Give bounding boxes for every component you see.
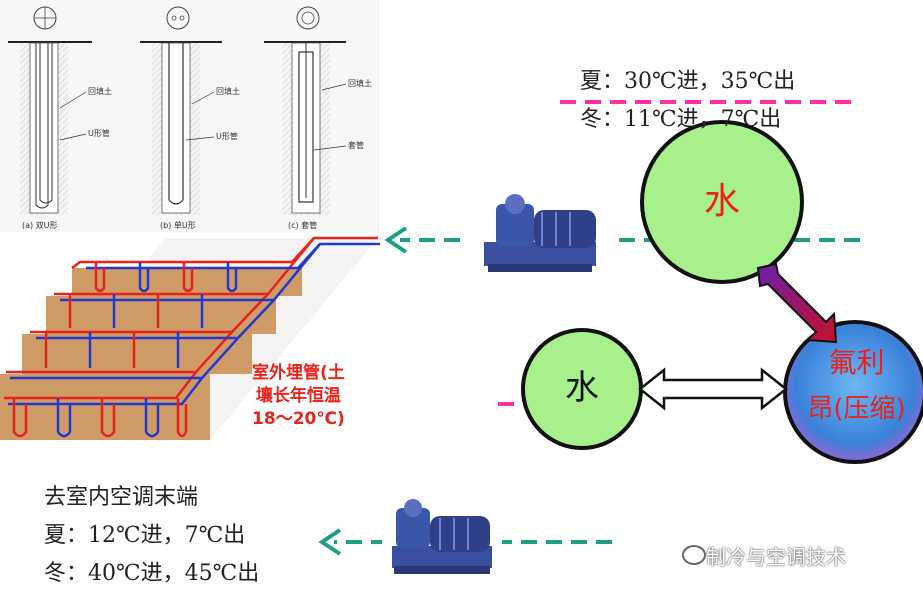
refrigerant-label-line1: 氟利 [828, 346, 885, 379]
ground-note: 室外埋管(土 壤长年恒温 18～20℃) [252, 362, 345, 431]
outdoor-summer-temp: 夏：30℃进，35℃出 [580, 69, 796, 94]
label-backfill-a: 回填土 [88, 87, 112, 96]
pump-bottom [382, 490, 502, 590]
caption-c: (c) 套管 [288, 221, 318, 230]
indoor-arrowhead [318, 528, 342, 556]
watermark: 制冷与空调技术 [706, 545, 846, 569]
pump-top [466, 180, 616, 292]
ground-note-line2: 壤长年恒温 [255, 386, 341, 406]
borehole-a [20, 42, 68, 215]
borehole-b [152, 42, 200, 215]
label-backfill-b: 回填土 [216, 87, 240, 96]
label-backfill-c: 回填土 [348, 79, 372, 88]
exchange-arrow-horizontal [637, 367, 789, 411]
outdoor-winter-temp: 冬：11℃进，7℃出 [580, 107, 782, 132]
ground-note-line1: 室外埋管(土 [252, 363, 345, 383]
outdoor-arrowhead [384, 226, 408, 254]
refrigerant-label-line2: 昂(压缩) [807, 394, 906, 424]
indoor-winter-temp: 冬：40℃进，45℃出 [44, 561, 260, 586]
plan-view-b [166, 6, 190, 30]
water-node-top [640, 120, 804, 284]
borehole-panel [0, 0, 380, 232]
buried-pipe-field [0, 236, 380, 440]
refrigerant-node [783, 320, 923, 464]
label-upipe-a: U形管 [88, 129, 110, 138]
water-mid-label: 水 [565, 368, 599, 408]
caption-a: (a) 双U形 [22, 221, 58, 230]
plan-view-c [296, 6, 320, 30]
label-casing-c: 套管 [348, 141, 364, 150]
indoor-heading: 去室内空调末端 [44, 485, 199, 510]
caption-b: (b) 单U形 [160, 221, 196, 230]
water-top-label: 水 [703, 181, 740, 222]
label-upipe-b: U形管 [216, 132, 238, 141]
watermark-wechat-icon [682, 545, 706, 565]
plan-view-a [33, 6, 57, 30]
ground-note-line3: 18～20℃) [252, 409, 345, 429]
indoor-summer-temp: 夏：12℃进，7℃出 [44, 523, 246, 548]
exchange-arrow-diagonal [756, 262, 838, 344]
borehole-c [282, 42, 330, 215]
